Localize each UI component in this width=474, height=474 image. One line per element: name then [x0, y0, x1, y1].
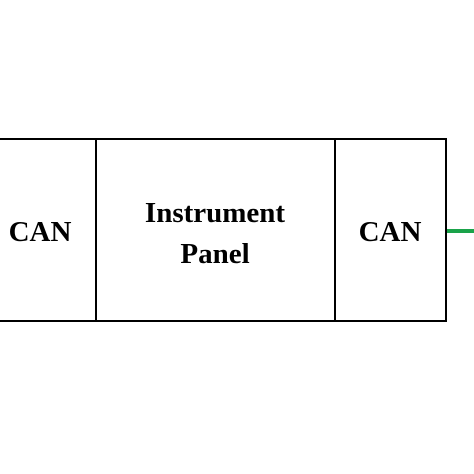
module-outline	[0, 138, 447, 322]
left-can-label: CAN	[9, 216, 72, 248]
instrument-panel-label-line2: Panel	[180, 238, 249, 270]
right-can-label: CAN	[359, 216, 422, 248]
instrument-panel-label-line1: Instrument	[145, 197, 286, 229]
